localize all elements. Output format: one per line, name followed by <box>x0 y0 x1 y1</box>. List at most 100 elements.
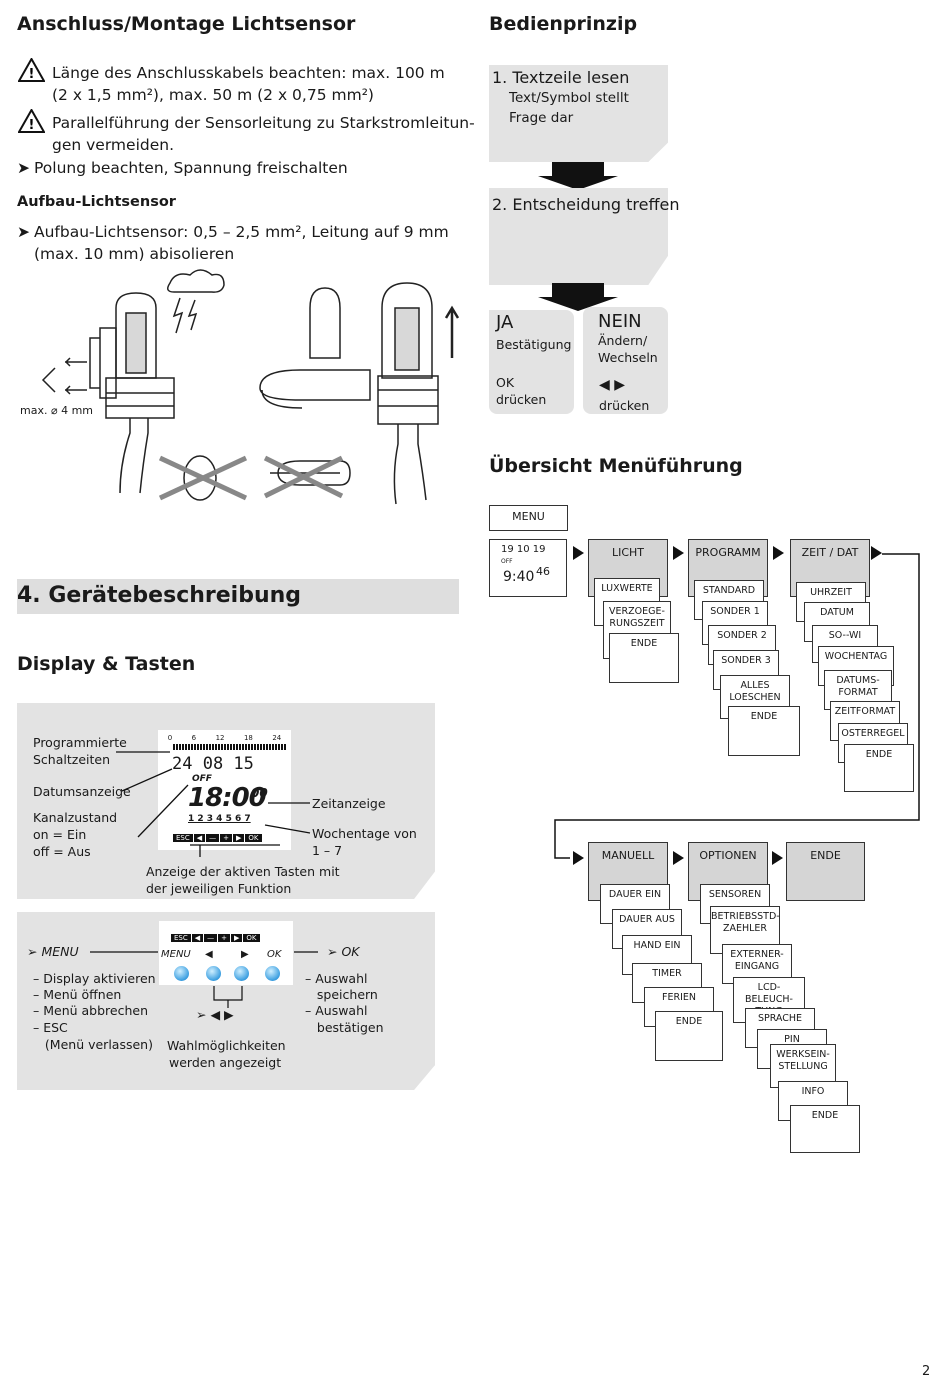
clock-seconds: 46 <box>536 565 550 578</box>
arrow-right-icon <box>673 546 684 560</box>
key-right: ▶ <box>231 934 243 942</box>
btn-label-menu: MENU <box>161 949 191 960</box>
bullet-aufbau-2: (max. 10 mm) abisolieren <box>34 245 235 263</box>
arrow-right-icon <box>573 546 584 560</box>
arrow-right-icon <box>573 851 584 865</box>
btn-label-ok: OK <box>267 949 282 960</box>
clock-time: 9:40 <box>503 569 535 585</box>
subhead-aufbau: Aufbau-Lichtsensor <box>17 194 176 210</box>
max-diameter-label: max. ⌀ 4 mm <box>20 404 94 417</box>
tasten-keys: ESC◀—+▶OK <box>171 925 261 944</box>
label-programmierte: Programmierte <box>33 735 127 750</box>
ok-item-4: bestätigen <box>305 1020 384 1035</box>
nein-arrows: ◀ ▶ <box>599 377 625 393</box>
bullet-arrow-icon: ➤ <box>17 159 30 177</box>
step1-card <box>489 65 668 162</box>
bullet-aufbau-1: Aufbau-Lichtsensor: 0,5 – 2,5 mm², Leitu… <box>34 223 449 241</box>
menu-item-optionen-7[interactable]: WERKSEIN- STELLUNG <box>770 1044 836 1088</box>
menu-item-3: – Menü abbrechen <box>33 1003 149 1018</box>
ja-card <box>489 310 574 414</box>
clock-date: 19 10 19 <box>501 544 546 555</box>
ok-head: ➢ OK <box>327 944 360 959</box>
key-left: ◀ <box>191 934 204 942</box>
label-off-aus: off = Aus <box>33 844 91 859</box>
step2-title: 2. Entscheidung treffen <box>492 195 680 214</box>
section-4-title: 4. Gerätebeschreibung <box>17 583 302 608</box>
ok-item-1: – Auswahl <box>305 971 368 986</box>
key-minus: — <box>206 834 220 842</box>
bullet-arrow-icon: ➤ <box>17 223 30 241</box>
menu-item-optionen-9[interactable]: ENDE <box>790 1105 860 1153</box>
btn-label-left: ◀ <box>205 949 213 960</box>
lcd-date: 24 08 15 <box>172 754 254 774</box>
label-wochentage-2: 1 – 7 <box>312 843 343 858</box>
left-button[interactable] <box>206 966 221 981</box>
key-esc: ESC <box>171 934 191 942</box>
sensor-mounting-illustration <box>41 269 460 505</box>
label-anzeige-2: der jeweiligen Funktion <box>146 881 292 896</box>
key-plus: + <box>220 834 233 842</box>
display-tasten-title: Display & Tasten <box>17 653 196 675</box>
menu-item-licht-3[interactable]: ENDE <box>609 633 679 683</box>
nein-sub-1: Ändern/ <box>598 333 648 348</box>
step1-sub-1: Text/Symbol stellt <box>509 90 629 106</box>
bedienprinzip-title: Bedienprinzip <box>489 13 638 35</box>
menu-root-box: MENU <box>489 505 568 531</box>
menu-item-1: – Display aktivieren <box>33 971 156 986</box>
section-4-band <box>17 579 459 614</box>
label-schaltzeiten: Schaltzeiten <box>33 752 111 767</box>
lcd-seconds: 00 <box>251 786 268 800</box>
warning-icon: ! <box>18 109 45 133</box>
key-minus: — <box>204 934 218 942</box>
svg-text:!: ! <box>29 118 35 133</box>
menu-item-2: – Menü öffnen <box>33 987 122 1002</box>
arrow-right-icon <box>773 546 784 560</box>
warning-text-2b: gen vermeiden. <box>52 136 175 154</box>
ja-sub: Bestätigung <box>496 337 572 352</box>
label-zeitanzeige: Zeitanzeige <box>312 796 386 811</box>
btn-label-right: ▶ <box>241 949 249 960</box>
nein-sub-2: Wechseln <box>598 350 658 365</box>
ja-ok: OK <box>496 375 515 390</box>
lcd-keys: ESC◀—+▶OK <box>173 825 263 844</box>
key-left: ◀ <box>193 834 206 842</box>
step2-card <box>489 188 668 285</box>
menu-overview-title: Übersicht Menüführung <box>489 455 743 477</box>
ok-head-label: OK <box>341 944 360 959</box>
key-ok: OK <box>245 834 262 842</box>
menu-button[interactable] <box>174 966 189 981</box>
key-ok: OK <box>243 934 260 942</box>
clock-box: 19 10 19 OFF 9:40 46 <box>489 539 567 597</box>
lcd-scale-0: 0 <box>167 734 173 742</box>
lcd-scale-24: 24 <box>272 734 282 742</box>
wahl-text-1: Wahlmöglichkeiten <box>167 1038 286 1053</box>
arrow-down-icon <box>538 283 618 311</box>
nein-druecken: drücken <box>599 398 650 413</box>
arrow-right-icon <box>772 851 783 865</box>
key-right: ▶ <box>233 834 245 842</box>
label-anzeige-1: Anzeige der aktiven Tasten mit <box>146 864 340 879</box>
clock-off: OFF <box>501 558 513 565</box>
wahl-text-2: werden angezeigt <box>169 1055 282 1070</box>
menu-head: ➢ MENU <box>27 944 79 959</box>
ja-druecken: drücken <box>496 392 547 407</box>
menu-ende-head[interactable]: ENDE <box>786 842 865 901</box>
wahl-arrows: ➢ ◀ ▶ <box>196 1007 234 1022</box>
lcd-scale-12: 12 <box>215 734 225 742</box>
key-esc: ESC <box>173 834 193 842</box>
ok-item-3: – Auswahl <box>305 1003 368 1018</box>
label-wochentage-1: Wochentage von <box>312 826 417 841</box>
menu-item-zeit-dat-8[interactable]: ENDE <box>844 744 914 792</box>
menu-item-manuell-6[interactable]: ENDE <box>655 1011 723 1061</box>
right-button[interactable] <box>234 966 249 981</box>
label-kanalzustand: Kanalzustand <box>33 810 118 825</box>
lcd-weekdays: 1 2 3 4 5 6 7 <box>188 814 251 824</box>
ok-button[interactable] <box>265 966 280 981</box>
nein-card <box>583 307 668 414</box>
step1-title: 1. Textzeile lesen <box>492 68 630 87</box>
ok-item-2: speichern <box>305 987 378 1002</box>
menu-item-programm-6[interactable]: ENDE <box>728 706 800 756</box>
arrow-right-icon <box>871 546 882 560</box>
arrow-down-icon <box>538 162 618 190</box>
page-number: 2 <box>922 1364 931 1379</box>
